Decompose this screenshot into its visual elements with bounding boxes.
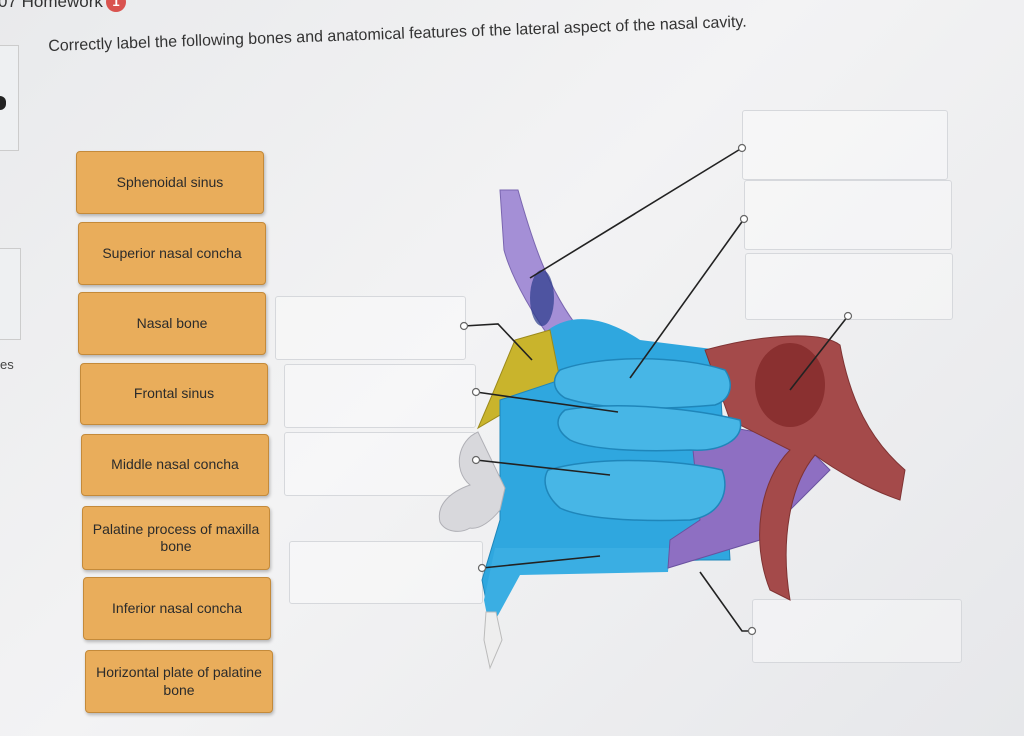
palate-shape [484,548,670,630]
label-middle-nasal-concha[interactable]: Middle nasal concha [81,434,269,496]
leader-handle-2 [739,214,749,224]
sphenoidal-sinus-shape [755,343,825,427]
label-palatine-process-maxilla[interactable]: Palatine process of maxilla bone [82,506,270,570]
nasal-cartilage-shape [438,431,506,532]
top-bar: 07 Homework 1 [0,0,1024,22]
sphenoid-shape [704,335,906,601]
drop-target-2[interactable] [744,180,952,250]
drop-target-5[interactable] [284,364,476,428]
middle-concha-shape [557,405,742,452]
left-nav-tab-secondary[interactable] [0,248,21,340]
left-nav-tab[interactable] [0,45,19,151]
drop-target-1[interactable] [742,110,948,180]
superior-concha-shape [553,358,731,409]
leader-handle-4 [459,321,469,331]
label-inferior-nasal-concha[interactable]: Inferior nasal concha [83,577,271,640]
drop-target-6[interactable] [284,432,476,496]
drop-target-4[interactable] [275,296,466,360]
label-nasal-bone[interactable]: Nasal bone [78,292,266,355]
inferior-concha-shape [544,459,726,522]
leader-handle-6 [471,455,481,465]
leader-handle-7 [477,563,487,573]
drop-target-3[interactable] [745,253,953,320]
label-horizontal-plate-palatine[interactable]: Horizontal plate of palatine bone [85,650,273,713]
leader-handle-5 [471,387,481,397]
homework-title: 07 Homework [0,0,103,11]
drop-target-8[interactable] [752,599,962,663]
label-frontal-sinus[interactable]: Frontal sinus [80,363,268,425]
frontal-sinus-shape [530,270,554,326]
label-sphenoidal-sinus[interactable]: Sphenoidal sinus [76,151,264,214]
left-panel-text: es [0,357,14,372]
incisor-shape [483,611,503,670]
leader-handle-3 [843,311,853,321]
alert-badge-icon[interactable]: 1 [106,0,126,12]
leader-handle-1 [737,143,747,153]
drop-target-7[interactable] [289,541,483,604]
left-nav-indicator [0,96,6,110]
label-superior-nasal-concha[interactable]: Superior nasal concha [78,222,266,285]
leader-handle-8 [747,626,757,636]
